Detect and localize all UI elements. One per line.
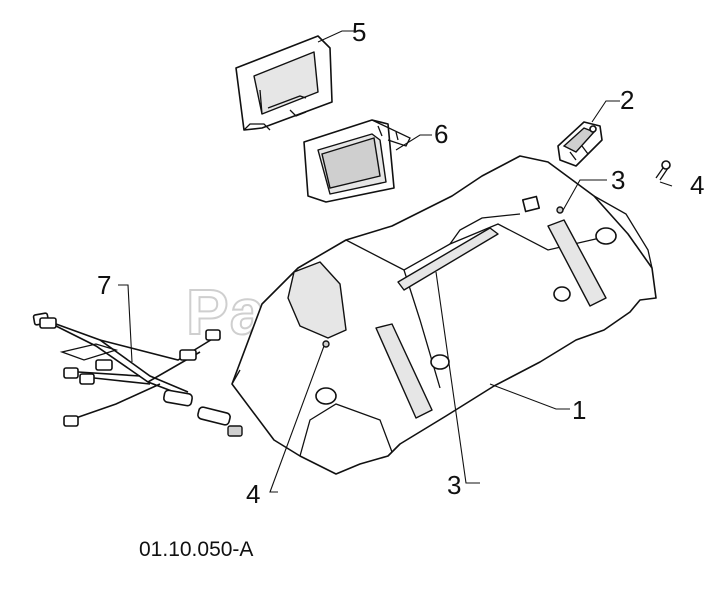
part-2-switch xyxy=(557,121,603,167)
callout-7: 7 xyxy=(97,270,111,300)
callout-3-lower: 3 xyxy=(447,470,461,500)
callout-1: 1 xyxy=(572,395,586,425)
callout-2: 2 xyxy=(620,85,634,115)
callout-4-right: 4 xyxy=(690,170,704,200)
callout-5: 5 xyxy=(352,17,366,47)
part-7-harness xyxy=(32,312,243,437)
part-1-shroud xyxy=(231,155,657,475)
callout-3-upper: 3 xyxy=(611,165,625,195)
part-4-screw-right xyxy=(655,160,671,181)
part-6-module xyxy=(303,119,411,203)
callout-6: 6 xyxy=(434,119,448,149)
callout-4-lower: 4 xyxy=(246,479,260,509)
part-5-bezel xyxy=(235,35,333,131)
figure-code: 01.10.050-A xyxy=(139,538,253,561)
leader-lines xyxy=(118,30,673,493)
